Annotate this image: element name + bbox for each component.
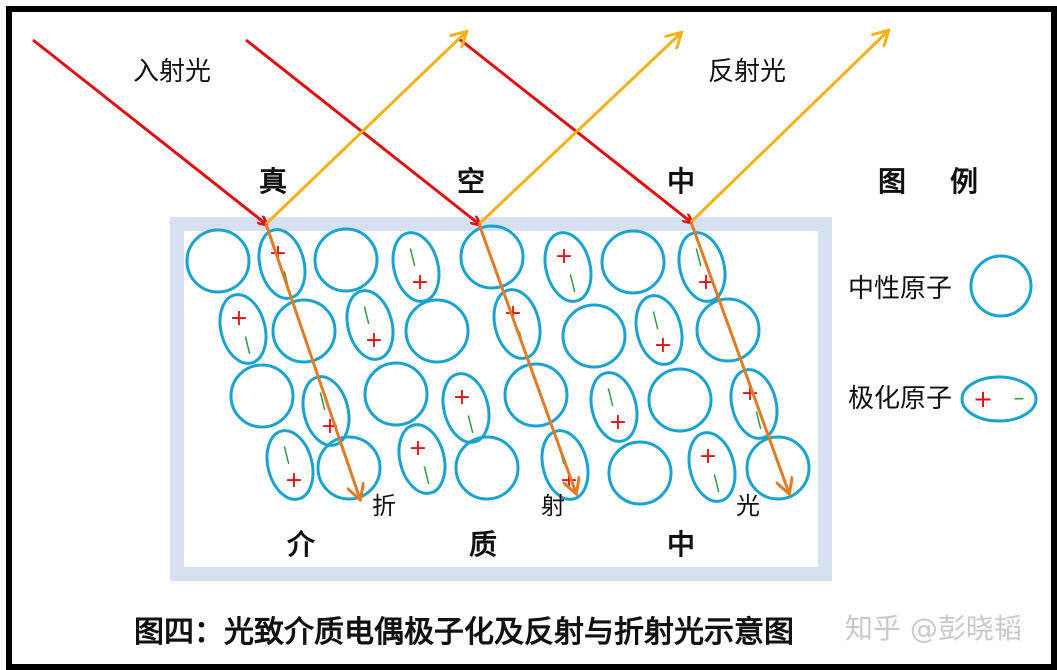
polarized-atom (441, 372, 491, 444)
neutral-atom (561, 303, 627, 369)
polarized-atom (589, 371, 639, 443)
refracted-ray-2 (477, 223, 576, 493)
legend-minus-sign: – (1014, 386, 1025, 411)
polarized-atom (345, 289, 395, 361)
legend-polarized-atom-icon (960, 375, 1038, 423)
minus-charge: | (693, 246, 704, 268)
vacuum-label-1: 真 (259, 165, 288, 198)
neutral-atom (647, 367, 713, 433)
plus-charge: + (365, 328, 383, 353)
reflected-ray-2 (477, 33, 681, 226)
vacuum-label-3: 中 (667, 165, 696, 198)
polarized-atom (265, 429, 315, 501)
minus-charge: | (317, 390, 328, 412)
minus-charge: | (421, 464, 432, 486)
figure-frame (6, 6, 1057, 670)
refracted-label-1: 折 (372, 492, 396, 520)
medium-label-3: 中 (667, 528, 696, 561)
neutral-atom (600, 229, 666, 295)
legend-polarized-atom-label: 极化原子 (848, 384, 953, 414)
neutral-atom (745, 435, 811, 501)
legend-neutral-atom-icon (969, 254, 1033, 318)
minus-charge: | (650, 309, 661, 331)
polarized-atom (397, 423, 447, 495)
minus-charge: | (281, 444, 292, 466)
refracted-label-2: 射 (541, 492, 565, 520)
refracted-ray-1 (264, 223, 360, 499)
reflected-ray-1 (264, 32, 466, 226)
figure-caption: 图四：光致介质电偶极子化及反射与折射光示意图 (134, 615, 794, 650)
minus-charge: | (753, 409, 764, 431)
minus-charge: | (567, 272, 578, 294)
plus-charge: + (230, 306, 248, 331)
neutral-atom (503, 362, 569, 428)
reflected-ray-3 (689, 31, 888, 224)
reflected-light-label: 反射光 (708, 57, 787, 87)
minus-charge: | (465, 413, 476, 435)
polarized-atom (492, 288, 542, 360)
polarized-atom (391, 231, 441, 303)
legend-neutral-atom-label: 中性原子 (848, 274, 953, 304)
polarized-atom (540, 429, 590, 501)
medium-label-1: 介 (287, 528, 316, 561)
watermark: 知乎 @彭晓韬 (845, 612, 1022, 645)
plus-charge: + (555, 244, 573, 269)
plus-charge: + (609, 410, 627, 435)
plus-charge: + (409, 436, 427, 461)
neutral-atom (185, 228, 251, 294)
polarized-atom (634, 294, 684, 366)
polarized-atom (218, 293, 268, 365)
plus-charge: + (453, 385, 471, 410)
neutral-atom (607, 440, 673, 506)
neutral-atom (454, 435, 520, 501)
plus-charge: + (654, 333, 672, 358)
legend-plus-sign: + (973, 385, 993, 413)
medium-label-2: 质 (469, 528, 498, 561)
refracted-label-3: 光 (736, 492, 760, 520)
minus-charge: | (711, 472, 722, 494)
minus-charge: | (605, 386, 616, 408)
neutral-atom (404, 298, 470, 364)
neutral-atom (695, 297, 761, 363)
neutral-atom (459, 224, 525, 290)
minus-charge: | (361, 304, 372, 326)
plus-charge: + (285, 468, 303, 493)
medium-block (170, 217, 832, 581)
minus-charge: | (242, 334, 253, 356)
atoms-layer: +|+|+|+|+|+|+|+|+|+|+|+|+|+|+|+| (185, 224, 811, 506)
vacuum-label-2: 空 (457, 165, 486, 198)
incident-light-label: 入射光 (133, 57, 212, 87)
plus-charge: + (411, 270, 429, 295)
neutral-atom (313, 227, 379, 293)
neutral-atom (271, 298, 337, 364)
incident-ray-1 (32, 38, 266, 224)
polarized-atom (543, 231, 593, 303)
refracted-ray-3 (689, 221, 789, 493)
polarized-atom (687, 431, 737, 503)
neutral-atom (363, 361, 429, 427)
incident-ray-3 (457, 36, 691, 222)
minus-charge: | (407, 246, 418, 268)
plus-charge: + (699, 444, 717, 469)
neutral-atom (229, 363, 295, 429)
legend-title: 图 例 (878, 165, 987, 198)
